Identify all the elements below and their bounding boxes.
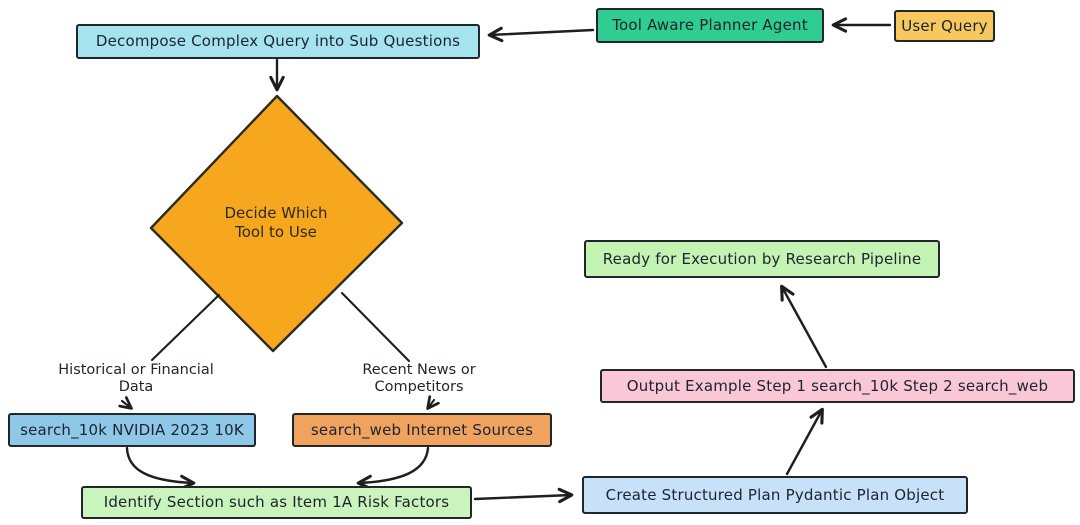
branch-label-recent: Recent News or Competitors: [338, 362, 500, 396]
edge-diamond-to-historical-label: [150, 293, 221, 362]
edge-identify-to-create-plan: [473, 487, 574, 504]
edge-search10k-to-identify: [125, 446, 196, 491]
node-ready-for-execution: Ready for Execution by Research Pipeline: [584, 240, 940, 278]
branch-label-historical: Historical or Financial Data: [38, 362, 234, 396]
edge-searchweb-to-identify: [356, 446, 430, 491]
branch-label-historical-line2: Data: [118, 379, 154, 395]
edge-historical-label-to-search10k: [118, 396, 133, 410]
node-identify-section: Identify Section such as Item 1A Risk Fa…: [81, 486, 472, 519]
edge-diamond-to-recent-label: [340, 291, 411, 363]
node-decompose-query: Decompose Complex Query into Sub Questio…: [76, 24, 480, 59]
edge-create-plan-to-output: [785, 407, 824, 476]
edge-output-to-ready: [780, 284, 828, 369]
branch-label-recent-line1: Recent News or: [362, 362, 476, 378]
node-planner-agent: Tool Aware Planner Agent: [596, 8, 824, 43]
branch-label-historical-line1: Historical or Financial: [58, 362, 214, 378]
node-user-query: User Query: [894, 10, 995, 42]
edge-planner-to-decompose: [487, 26, 595, 43]
edge-recent-label-to-searchweb: [426, 395, 440, 410]
branch-label-recent-line2: Competitors: [374, 379, 464, 395]
decide-tool-label-line2: Tool to Use: [235, 223, 317, 241]
node-search-10k: search_10k NVIDIA 2023 10K: [8, 413, 256, 447]
decide-tool-label-line1: Decide Which: [224, 204, 328, 222]
node-output-example: Output Example Step 1 search_10k Step 2 …: [600, 369, 1075, 403]
decide-tool-diamond: [149, 94, 404, 353]
node-search-web: search_web Internet Sources: [292, 413, 552, 447]
node-create-structured-plan: Create Structured Plan Pydantic Plan Obj…: [582, 476, 968, 514]
decide-tool-label: Decide Which Tool to Use: [196, 204, 356, 242]
